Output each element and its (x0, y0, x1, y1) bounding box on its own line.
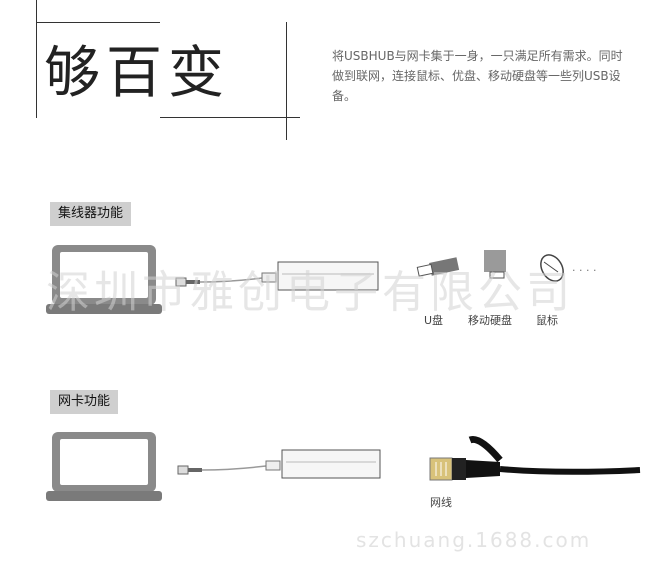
laptop-icon (46, 245, 162, 314)
header-top-rule (36, 22, 160, 23)
usb-drive-icon (416, 257, 460, 277)
usb-cable-icon (175, 272, 277, 287)
header-description: 将USBHUB与网卡集于一身，一只满足所有需求。同时做到联网，连接鼠标、优盘、移… (332, 49, 623, 103)
header-right-rule (286, 22, 287, 140)
header-left-rule (36, 0, 37, 118)
usb-drive-label: U盘 (424, 314, 444, 327)
mouse-icon (540, 254, 564, 282)
mouse-label: 鼠标 (536, 314, 558, 327)
usb-cable-icon (177, 460, 281, 475)
hard-drive-label: 移动硬盘 (468, 314, 512, 327)
company-watermark: 深圳市雅创电子有限公司 (46, 267, 574, 318)
ethernet-plug-icon (429, 435, 641, 481)
network-adapter-icon (281, 449, 381, 479)
hard-drive-icon (484, 250, 506, 279)
lan-section-label: 网卡功能 (50, 390, 119, 414)
url-watermark: szchuang.1688.com (356, 528, 592, 552)
laptop-icon (46, 432, 162, 501)
page-title: 够百变 (44, 41, 230, 106)
network-cable-label: 网线 (430, 496, 452, 509)
hub-section-label: 集线器功能 (50, 202, 132, 226)
header-bottom-rule (160, 117, 300, 118)
usb-hub-icon (277, 261, 379, 291)
more-devices-dots: · · · · (572, 264, 597, 277)
